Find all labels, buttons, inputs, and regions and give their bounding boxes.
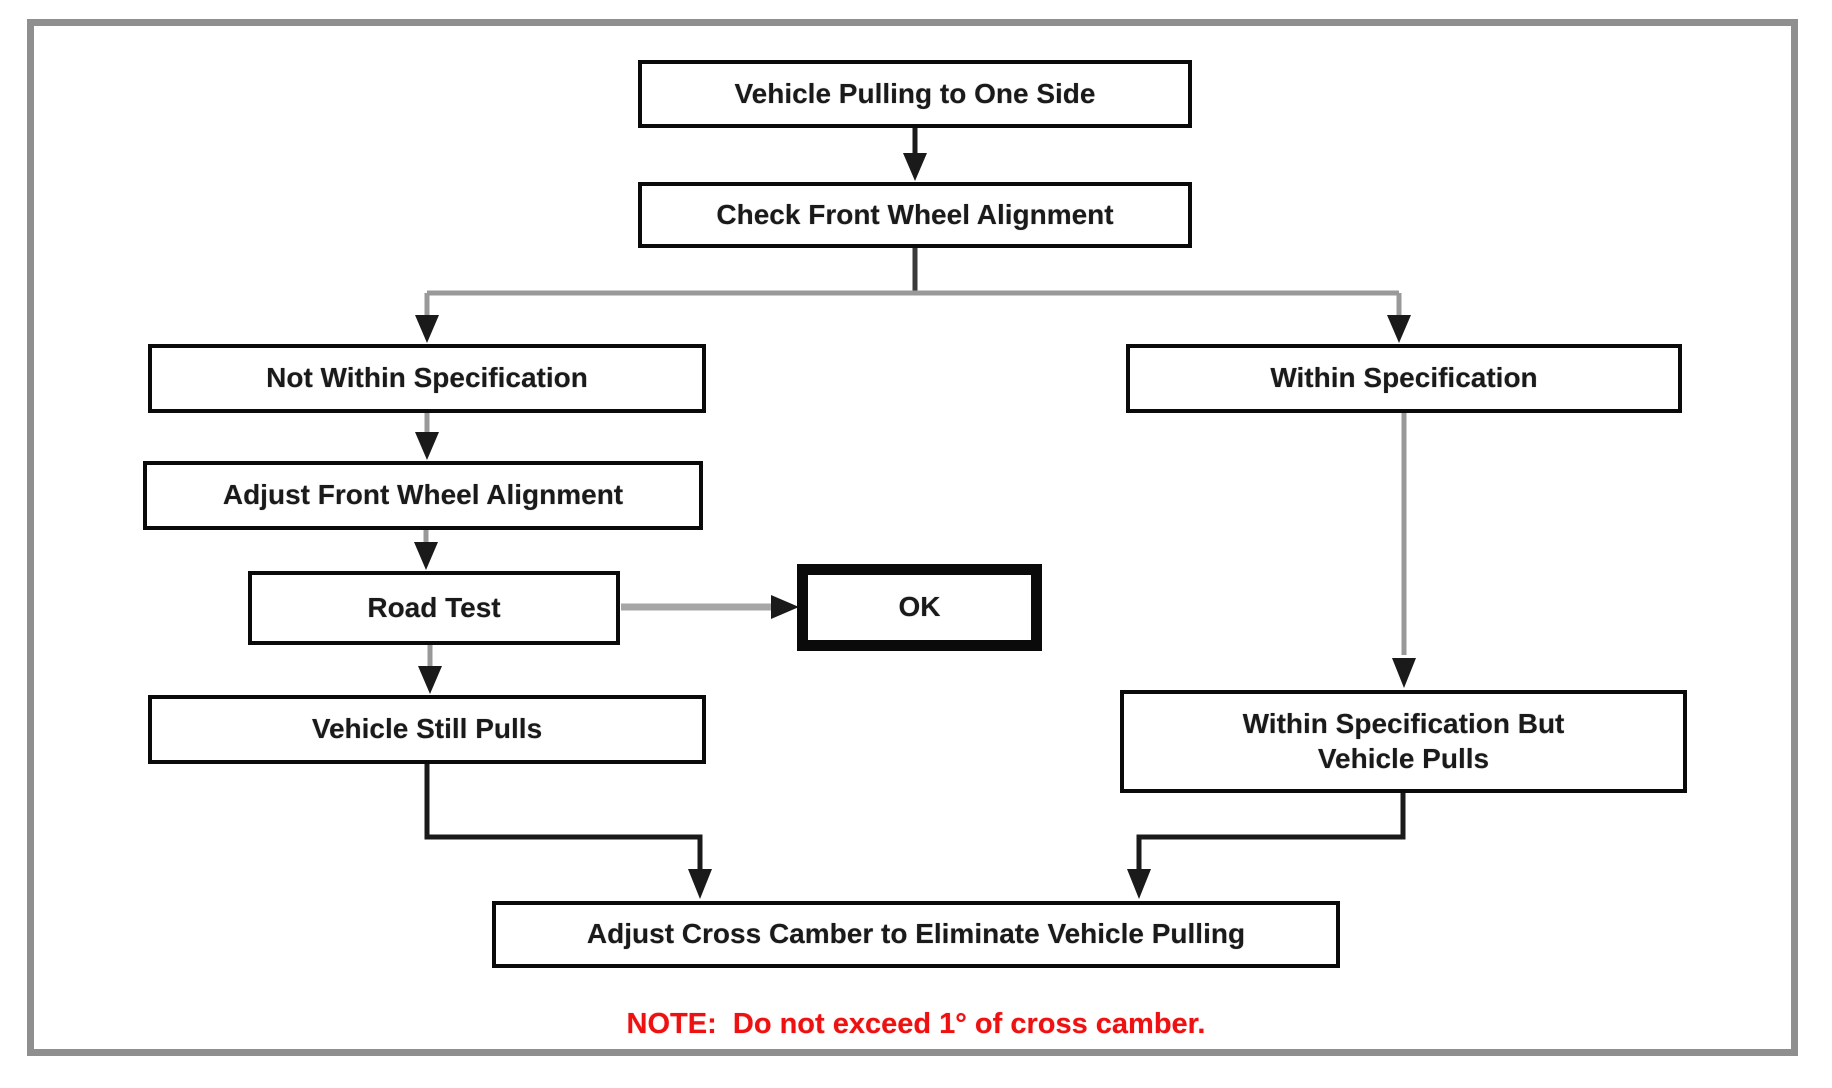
node-vehicle-still-pulls: Vehicle Still Pulls xyxy=(148,695,706,764)
arrowhead-down-icon xyxy=(415,432,439,460)
arrowhead-down-icon xyxy=(418,666,442,694)
connector-notspec-to-adjust xyxy=(415,413,439,460)
connector-stillpulls-to-camber xyxy=(424,764,712,899)
arrowhead-down-icon xyxy=(414,542,438,570)
note-text: NOTE: Do not exceed 1° of cross camber. xyxy=(626,1008,1206,1040)
connector-pulling-to-check xyxy=(903,128,927,181)
connector-roadtest-to-stillpulls xyxy=(418,645,442,694)
arrowhead-down-icon xyxy=(688,869,712,899)
node-not-within-specification: Not Within Specification xyxy=(148,344,706,413)
connector-adjust-to-roadtest xyxy=(414,530,438,570)
arrowhead-down-icon xyxy=(415,315,439,343)
node-adjust-front-wheel-alignment: Adjust Front Wheel Alignment xyxy=(143,461,703,530)
connector-withinspec-to-butpulls xyxy=(1392,413,1416,688)
arrowhead-right-icon xyxy=(771,595,799,619)
node-within-specification: Within Specification xyxy=(1126,344,1682,413)
outer-frame-border xyxy=(27,19,1798,1056)
arrowhead-down-icon xyxy=(903,153,927,181)
arrowhead-down-icon xyxy=(1127,869,1151,899)
node-adjust-cross-camber: Adjust Cross Camber to Eliminate Vehicle… xyxy=(492,901,1340,968)
connector-butpulls-to-camber xyxy=(1127,793,1406,899)
node-road-test: Road Test xyxy=(248,571,620,645)
arrowhead-down-icon xyxy=(1392,658,1416,688)
node-check-front-wheel-alignment: Check Front Wheel Alignment xyxy=(638,182,1192,248)
node-within-spec-but-vehicle-pulls: Within Specification But Vehicle Pulls xyxy=(1120,690,1687,793)
node-vehicle-pulling: Vehicle Pulling to One Side xyxy=(638,60,1192,128)
connector-check-branch-split xyxy=(415,248,1411,343)
node-ok: OK xyxy=(797,564,1042,651)
connector-roadtest-to-ok xyxy=(621,595,799,619)
arrowhead-down-icon xyxy=(1387,315,1411,343)
